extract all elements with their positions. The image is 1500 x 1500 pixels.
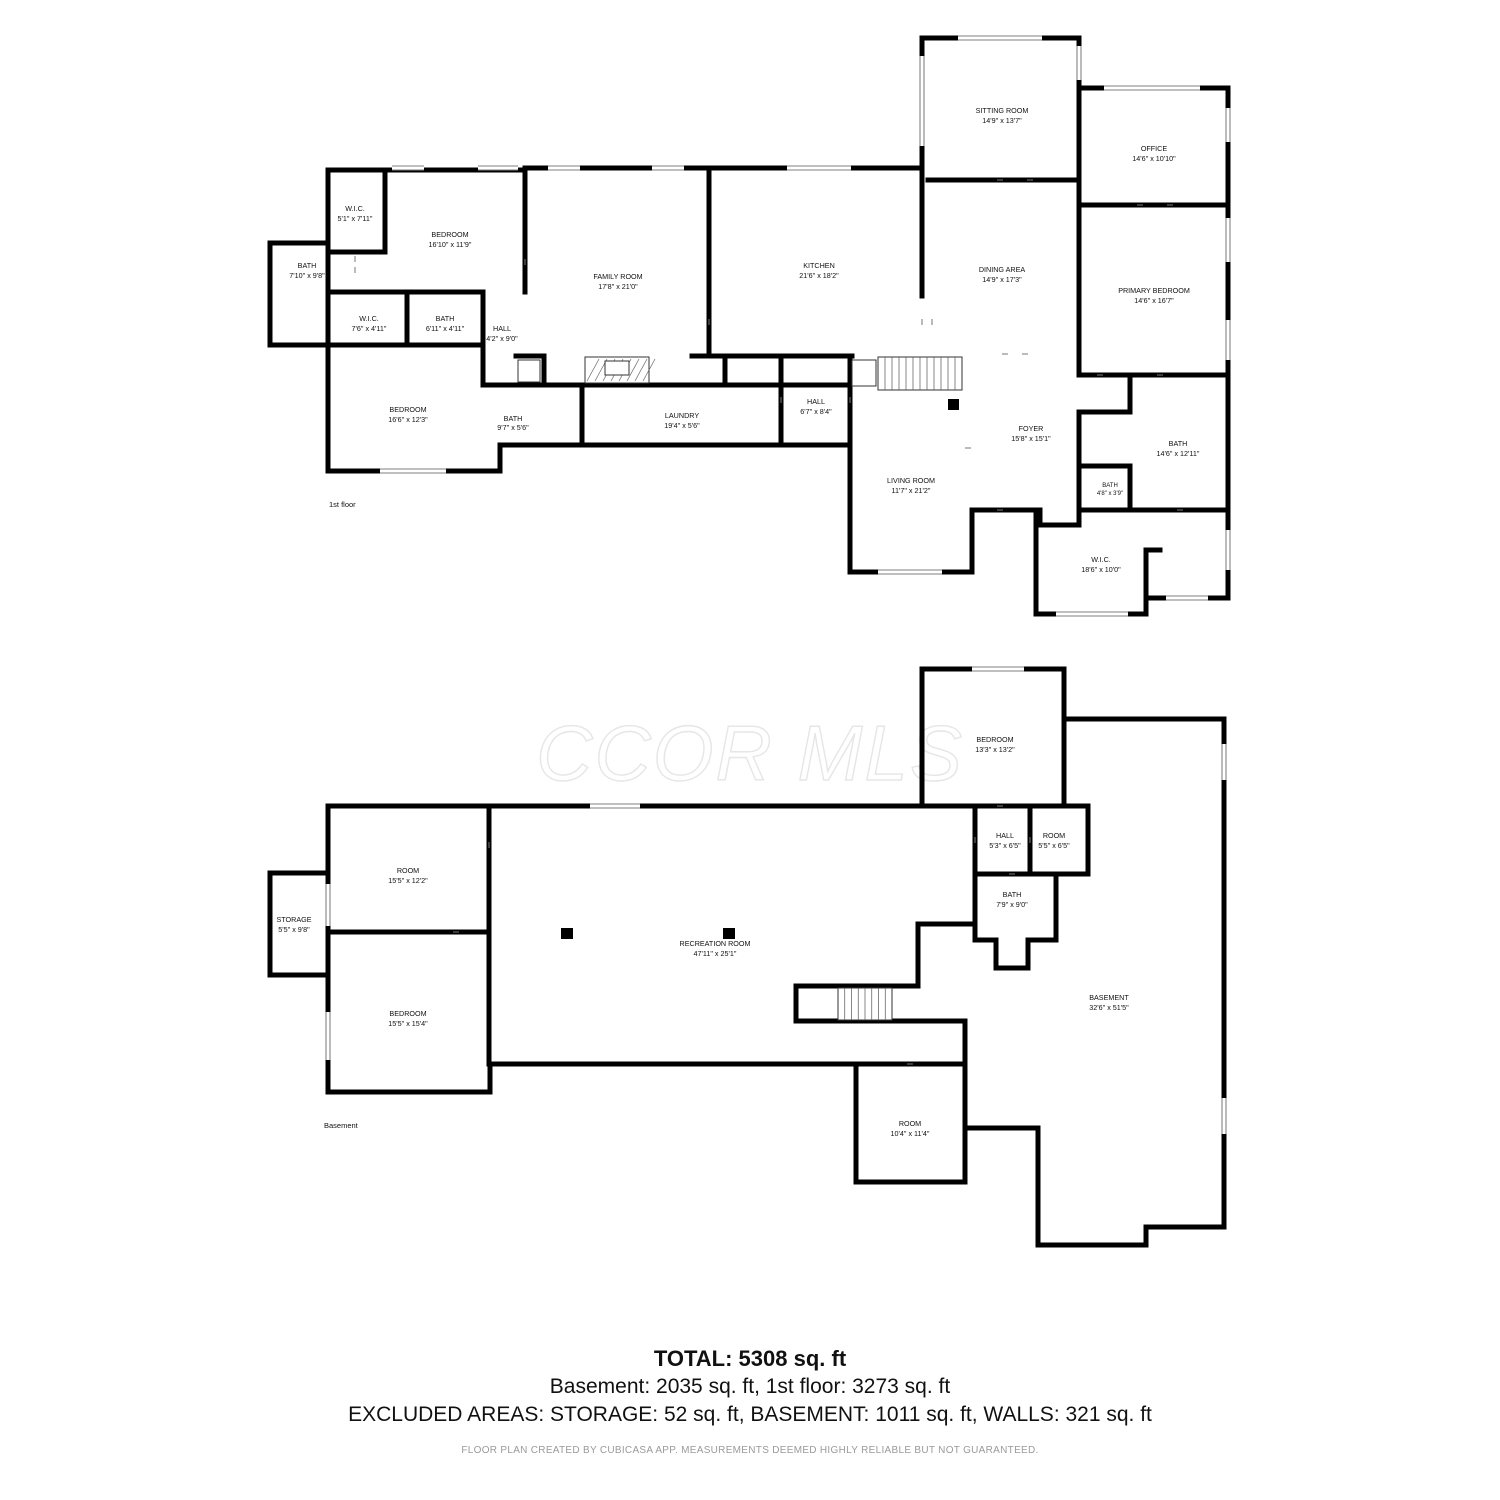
room-dims: 5'3" x 6'5" <box>989 841 1021 850</box>
watermark: CCOR MLS <box>536 709 964 797</box>
room-name: BASEMENT <box>1089 993 1129 1002</box>
closet <box>851 359 877 387</box>
room-name: BATH <box>1169 439 1188 448</box>
room-name: BEDROOM <box>389 405 426 414</box>
wall <box>919 803 1091 877</box>
windows <box>325 35 1231 1134</box>
room-dims: 21'6" x 18'2" <box>799 271 839 280</box>
column <box>948 399 959 410</box>
room-name: HALL <box>807 397 825 406</box>
room-dims: 18'6" x 10'0" <box>1081 565 1121 574</box>
wall <box>1076 372 1231 513</box>
room-name: OFFICE <box>1141 144 1168 153</box>
total-area: TOTAL: 5308 sq. ft <box>653 1346 847 1371</box>
room-name: BATH <box>436 314 455 323</box>
room-dims: 32'6" x 51'5" <box>1089 1003 1129 1012</box>
room-dims: 7'6" x 4'11" <box>352 324 387 333</box>
room-name: FAMILY ROOM <box>593 272 642 281</box>
room-dims: 14'9" x 17'3" <box>982 275 1022 284</box>
room-dims: 14'6" x 12'11" <box>1157 449 1200 458</box>
wall <box>267 870 331 978</box>
room-dims: 7'10" x 9'8" <box>289 271 325 280</box>
room-name: HALL <box>493 324 511 333</box>
room-dims: 6'11" x 4'11" <box>426 324 465 333</box>
room-dims: 6'7" x 8'4" <box>800 407 832 416</box>
room-name: STORAGE <box>276 915 311 924</box>
wall <box>793 983 968 1131</box>
wall <box>1143 547 1163 601</box>
room-dims: 15'5" x 15'4" <box>388 1019 428 1028</box>
wall <box>793 921 921 989</box>
fireplace-hatch <box>642 358 656 382</box>
fireplace-hatch <box>586 358 600 382</box>
room-dims: 19'4" x 5'6" <box>664 421 700 430</box>
room-dims: 15'8" x 15'1" <box>1011 434 1051 443</box>
room-dims: 14'6" x 16'7" <box>1134 296 1174 305</box>
basement-labels: BEDROOM 13'3" x 13'2" HALL 5'3" x 6'5" R… <box>276 735 1129 1138</box>
room-dims: 17'8" x 21'0" <box>598 282 638 291</box>
room-dims: 9'7" x 5'6" <box>497 423 529 432</box>
room-name: FOYER <box>1019 424 1044 433</box>
area-summary: TOTAL: 5308 sq. ft Basement: 2035 sq. ft… <box>0 1345 1500 1456</box>
room-name: BEDROOM <box>976 735 1013 744</box>
credit-note: FLOOR PLAN CREATED BY CUBICASA APP. MEAS… <box>461 1445 1039 1456</box>
room-name: HALL <box>996 831 1014 840</box>
wall <box>325 167 388 255</box>
room-name: PRIMARY BEDROOM <box>1118 286 1190 295</box>
stairs <box>837 356 963 1021</box>
room-dims: 11'7" x 21'2" <box>892 486 931 495</box>
floor-label: 1st floor <box>329 500 356 509</box>
room-dims: 16'6" x 12'3" <box>388 415 428 424</box>
wall <box>972 803 1059 971</box>
fixtures <box>517 356 959 939</box>
room-name: RECREATION ROOM <box>680 939 751 948</box>
room-name: BATH <box>1003 890 1022 899</box>
room-name: LIVING ROOM <box>887 476 935 485</box>
column <box>723 928 735 939</box>
closet <box>517 359 541 383</box>
column <box>561 928 573 939</box>
room-name: BEDROOM <box>389 1009 426 1018</box>
room-name: BEDROOM <box>431 230 468 239</box>
room-name: BATH <box>1102 483 1118 489</box>
room-dims: 4'2" x 9'0" <box>486 334 518 343</box>
fireplace-hatch <box>634 358 648 382</box>
room-name: LAUNDRY <box>665 411 699 420</box>
room-name: W.I.C. <box>359 314 379 323</box>
room-dims: 13'3" x 13'2" <box>975 745 1015 754</box>
room-dims: 14'6" x 10'10" <box>1132 154 1176 163</box>
excluded-areas: EXCLUDED AREAS: STORAGE: 52 sq. ft, BASE… <box>348 1403 1152 1426</box>
room-name: W.I.C. <box>1091 555 1111 564</box>
area-breakdown: Basement: 2035 sq. ft, 1st floor: 3273 s… <box>549 1375 951 1398</box>
floor-label: Basement <box>324 1121 359 1130</box>
room-name: SITTING ROOM <box>976 106 1029 115</box>
room-dims: 7'9" x 9'0" <box>996 900 1028 909</box>
room-dims: 5'5" x 9'8" <box>278 925 310 934</box>
walls <box>267 35 1231 1248</box>
fireplace-hatch <box>626 358 640 382</box>
room-name: ROOM <box>899 1119 921 1128</box>
door-markers <box>354 179 1183 1065</box>
room-dims: 5'1" x 7'11" <box>338 214 373 223</box>
room-dims: 47'11" x 25'1" <box>694 949 737 958</box>
room-name: KITCHEN <box>803 261 835 270</box>
room-name: BATH <box>504 414 523 423</box>
room-dims: 14'9" x 13'7" <box>982 116 1022 125</box>
wall <box>1076 463 1133 513</box>
room-name: ROOM <box>397 866 419 875</box>
room-name: DINING AREA <box>979 265 1026 274</box>
room-dims: 16'10" x 11'9" <box>429 240 472 249</box>
first-floor-labels: W.I.C. 5'1" x 7'11" BEDROOM 16'10" x 11'… <box>289 106 1200 574</box>
wall <box>1037 507 1082 528</box>
room-name: W.I.C. <box>345 204 365 213</box>
room-name: BATH <box>298 261 317 270</box>
fireplace-hearth <box>604 360 630 376</box>
room-dims: 10'4" x 11'4" <box>891 1129 930 1138</box>
wall <box>267 240 331 348</box>
room-dims: 5'5" x 6'5" <box>1038 841 1070 850</box>
room-dims: 4'8" x 3'9" <box>1097 491 1123 497</box>
room-dims: 15'5" x 12'2" <box>388 876 428 885</box>
room-name: ROOM <box>1043 831 1065 840</box>
